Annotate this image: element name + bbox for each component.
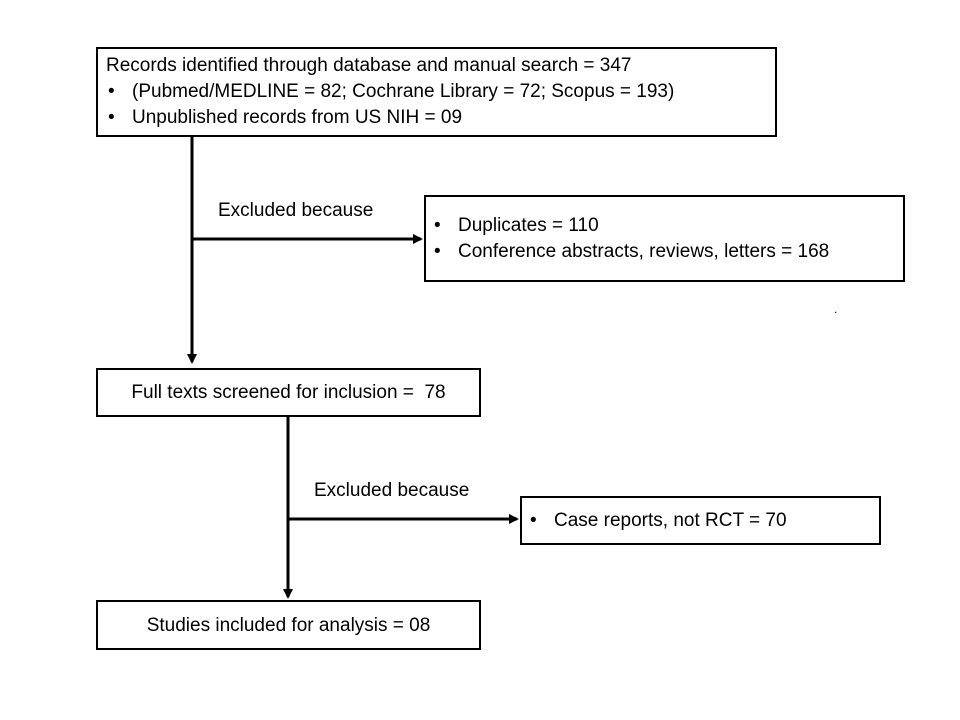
identified-title: Records identified through database and …	[106, 55, 632, 76]
bullet-icon: •	[434, 215, 441, 236]
list-item: • Case reports, not RCT = 70	[528, 508, 873, 534]
identified-list: • (Pubmed/MEDLINE = 82; Cochrane Library…	[106, 79, 767, 131]
bullet-icon: •	[108, 107, 115, 128]
screened-title: Full texts screened for inclusion = 78	[131, 382, 446, 403]
list-item: • (Pubmed/MEDLINE = 82; Cochrane Library…	[106, 79, 767, 105]
identified-box: Records identified through database and …	[96, 47, 777, 137]
exclusion-1-label: Excluded because	[218, 200, 374, 221]
bullet-icon: •	[434, 241, 441, 262]
included-title: Studies included for analysis = 08	[146, 615, 431, 636]
exclusion-2-list: • Case reports, not RCT = 70	[528, 508, 873, 534]
list-item: • Unpublished records from US NIH = 09	[106, 105, 767, 131]
bullet-icon: •	[108, 81, 115, 102]
exclusion-2-label: Excluded because	[314, 480, 470, 501]
stray-dot: .	[834, 302, 838, 316]
list-item: • Conference abstracts, reviews, letters…	[432, 239, 897, 265]
exclusion-1-list: • Duplicates = 110 • Conference abstract…	[432, 213, 897, 265]
bullet-icon: •	[530, 510, 537, 531]
list-item: • Duplicates = 110	[432, 213, 897, 239]
screened-box: Full texts screened for inclusion = 78	[96, 368, 481, 417]
included-box: Studies included for analysis = 08	[96, 600, 481, 650]
exclusion-1-box: • Duplicates = 110 • Conference abstract…	[424, 195, 905, 282]
exclusion-2-box: • Case reports, not RCT = 70	[520, 496, 881, 545]
